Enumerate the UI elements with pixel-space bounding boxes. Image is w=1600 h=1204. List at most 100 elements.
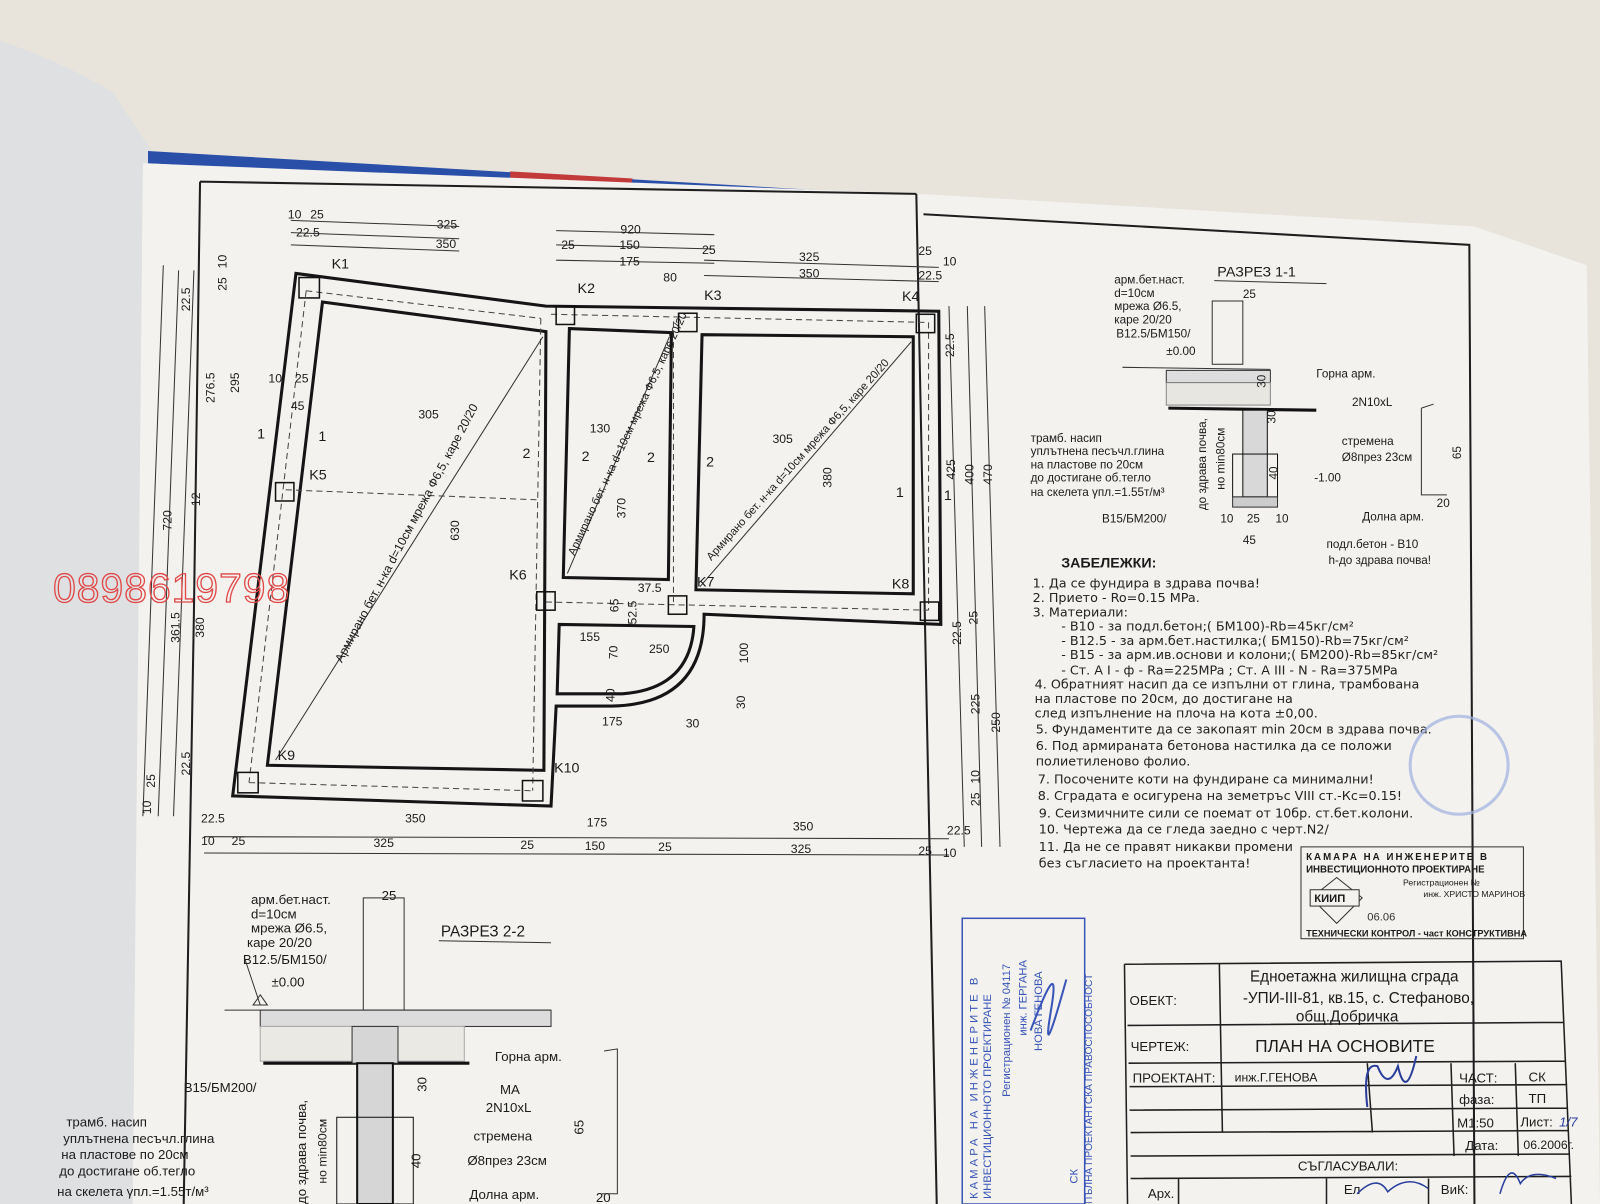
label-k5: K5 <box>309 468 327 484</box>
designer-value: инж.Г.ГЕНОВА <box>1235 1071 1319 1085</box>
dim-top: 150 <box>619 238 640 252</box>
slab-note: мрежа Ø6.5, <box>1114 300 1181 313</box>
phone-watermark: 0898619798 <box>53 565 290 611</box>
note-item: - B12.5 - за арм.бет.настилка;( БМ150)-R… <box>1061 634 1409 649</box>
note-item: 4. Обратният насип да се изпълни от глин… <box>1035 678 1420 693</box>
column-k4 <box>915 313 936 334</box>
dim: 65 <box>1451 446 1464 460</box>
stamp-line: КАМАРА НА ИНЖЕНЕРИТЕ В <box>969 975 981 1199</box>
dim-bottom: 350 <box>793 820 814 834</box>
dim-right: 400 <box>962 464 976 485</box>
section-mark-2: 2 <box>706 454 714 470</box>
dim-inner: 37.5 <box>638 581 662 595</box>
dim-left: 12 <box>189 492 203 506</box>
label-k10: K10 <box>554 760 579 776</box>
note-item: 3. Материали: <box>1033 605 1128 620</box>
concrete-label: B15/БМ200/ <box>1102 512 1167 525</box>
note-item: 10. Чертежа да се гледа заедно с черт.N2… <box>1039 823 1330 838</box>
dim-inner: 130 <box>590 422 611 436</box>
dim: 25 <box>1243 288 1257 301</box>
dim-top: 80 <box>663 271 677 285</box>
vik-signature <box>1499 1172 1557 1195</box>
dim: 10 <box>1275 512 1289 525</box>
dim-inner: 380 <box>821 467 835 488</box>
column-markers <box>237 276 940 802</box>
dim-bottom: 350 <box>405 811 426 825</box>
dim-right: 22.5 <box>950 621 964 645</box>
dim-top: 25 <box>702 243 716 257</box>
sheet-label: Лист: <box>1520 1114 1552 1129</box>
kiip-technical-control-stamp: КАМАРА НА ИНЖЕНЕРИТЕ В ИНВЕСТИЦИОННОТО П… <box>1300 846 1527 940</box>
date-value: 06.2006г. <box>1523 1138 1574 1152</box>
part-label: ЧАСТ: <box>1459 1071 1497 1086</box>
column-k7 <box>667 595 688 616</box>
dim-left: 720 <box>160 510 174 531</box>
dim-top: 25 <box>310 207 324 221</box>
dim-bottom: 325 <box>791 842 812 856</box>
slab-hatch <box>259 1009 552 1027</box>
notes-title: ЗАБЕЛЕЖКИ: <box>1061 555 1156 571</box>
label: Горна арм. <box>1316 368 1375 381</box>
dim-top: 350 <box>436 237 457 251</box>
stamp-line: Регистрационен № 04117 <box>1001 964 1013 1097</box>
dim-right: 22.5 <box>943 333 957 357</box>
dim-top: 920 <box>620 223 641 237</box>
dim-left: 22.5 <box>179 287 193 311</box>
dim-inner: 155 <box>580 630 601 644</box>
note-item: полиетиленово фолио. <box>1036 754 1191 769</box>
lean-concrete <box>1232 496 1279 508</box>
dim-left: 25 <box>144 774 158 788</box>
dim-left: 22.5 <box>179 751 193 775</box>
dim-inner: 25 <box>295 372 309 386</box>
dim-right: 25 <box>967 611 981 625</box>
note-item: - B10 - за подл.бетон;( БМ100)-Rb=45кг/с… <box>1061 620 1354 635</box>
dimension-lines <box>142 219 1001 856</box>
stamp-footer: ТЕХНИЧЕСКИ КОНТРОЛ - част КОНСТРУКТИВНА <box>1306 929 1527 939</box>
brick-wall <box>1211 300 1244 365</box>
column-k2 <box>555 305 576 326</box>
dim-inner: 30 <box>734 695 748 709</box>
section-1-1: РАЗРЕЗ 1-1 арм.бет.наст. d=10см мрежа Ø6… <box>1031 265 1465 568</box>
note-item: след изпълнение на плоча на кота ±0,00. <box>1035 706 1318 721</box>
fill-note: уплътнена песъчл.глина <box>63 1131 215 1146</box>
note-item: 11. Да не се правят никакви промени <box>1039 840 1293 855</box>
dim-top: 175 <box>619 254 640 268</box>
section-mark-1: 1 <box>318 429 326 445</box>
room-4-outline <box>555 622 696 696</box>
level-bottom: -1.00 <box>1314 472 1341 485</box>
dim: 25 <box>382 888 397 903</box>
column-k6 <box>535 591 556 611</box>
dim-bottom: 25 <box>520 838 534 852</box>
dim-top: 22.5 <box>296 226 320 240</box>
dim-bottom: 10 <box>201 834 215 848</box>
vertical-note: до здрава почва, <box>294 1100 309 1204</box>
left-book-page <box>0 40 154 1204</box>
section-2-2-title: РАЗРЕЗ 2-2 <box>441 924 525 941</box>
drawing-label: ЧЕРТЕЖ: <box>1131 1039 1190 1054</box>
dim-left: 295 <box>228 372 242 393</box>
scale: М1:50 <box>1457 1115 1494 1130</box>
dim-top: 325 <box>437 218 458 232</box>
dim-inner: 52.5 <box>626 600 640 624</box>
note-item: 7. Посочените коти на фундиране са миним… <box>1038 773 1374 788</box>
dim: 45 <box>1243 534 1257 547</box>
stamp-header: ИНВЕСТИЦИОННОТО ПРОЕКТИРАНЕ <box>1306 864 1485 875</box>
slab-note: арм.бет.наст. <box>251 892 331 907</box>
note-item: - B15 - за арм.ив.основи и колони;( БМ20… <box>1061 648 1438 663</box>
dim-inner: 305 <box>418 407 439 421</box>
stamp-date: 06.06 <box>1367 911 1395 923</box>
agreed-arch: Арх. <box>1148 1186 1174 1201</box>
slab-note: B12.5/БМ150/ <box>243 952 327 967</box>
label: Ø8през 23см <box>467 1153 547 1168</box>
note-item: 2. Прието - Ro=0.15 MPa. <box>1033 591 1200 606</box>
dim-bottom: 25 <box>918 844 932 858</box>
stamp-line: инж. ГЕРГАНА <box>1018 959 1030 1035</box>
section-mark-2: 2 <box>522 446 530 462</box>
label-k7: K7 <box>697 575 715 591</box>
note-item: 1. Да се фундира в здрава почва! <box>1033 577 1260 592</box>
slab-note: мрежа Ø6.5, <box>251 921 327 936</box>
vertical-note: но min80см <box>1214 428 1227 490</box>
gravel-layer <box>1165 382 1271 406</box>
note-item: без съгласието на проектанта! <box>1039 856 1251 871</box>
